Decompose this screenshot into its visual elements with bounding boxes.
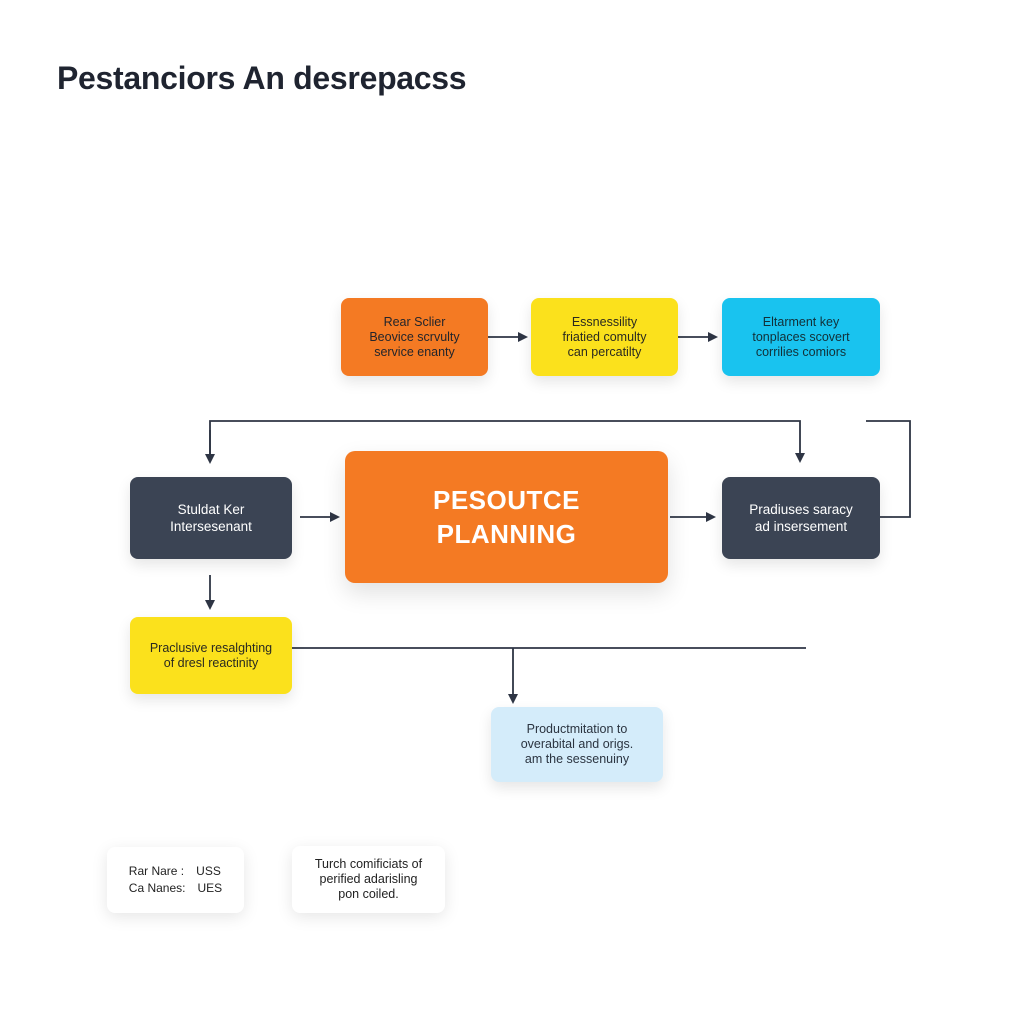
top-box-3: Eltarment key tonplaces scovert corrilie… <box>722 298 880 376</box>
resource-planning-line-2: PLANNING <box>436 519 577 549</box>
top-box-2-line-3: can percatilty <box>567 344 642 359</box>
top-box-3-line-2: tonplaces scovert <box>752 329 850 344</box>
top-box-1-line-2: Beovice scrvulty <box>369 329 460 344</box>
resource-planning-box: PESOUTCE PLANNING <box>345 451 668 583</box>
resource-planning-line-1: PESOUTCE <box>432 485 581 515</box>
lower-lightblue-line-3: am the sessenuiny <box>524 752 630 766</box>
legend-row: Ca Nanes: UES <box>129 880 222 897</box>
lower-lightblue-line-2: overabital and origs. <box>520 737 634 751</box>
top-box-2: Essnessility friatied comulty can percat… <box>531 298 678 376</box>
legend-label: Ca Nanes: <box>128 881 186 895</box>
middle-left-line-2: Intersesenant <box>170 519 252 534</box>
middle-left-line-1: Stuldat Ker <box>177 502 245 517</box>
legend-value: UES <box>197 881 223 895</box>
lower-yellow-line-1: Praclusive resalghting <box>149 640 273 655</box>
top-box-2-line-1: Essnessility <box>571 314 638 329</box>
lower-yellow-line-2: of dresl reactinity <box>163 655 259 670</box>
top-box-1-line-3: service enanty <box>374 344 455 359</box>
note-card: Turch comificiats of perified adarisling… <box>292 846 445 913</box>
middle-left-box: Stuldat Ker Intersesenant <box>130 477 292 559</box>
legend-label: Rar Nare : <box>128 864 185 878</box>
middle-right-line-2: ad insersement <box>754 519 848 534</box>
legend-row: Rar Nare : USS <box>129 863 222 880</box>
legend-card: Rar Nare : USS Ca Nanes: UES <box>107 847 244 913</box>
lower-yellow-box: Praclusive resalghting of dresl reactini… <box>130 617 292 694</box>
lower-lightblue-line-1: Productmitation to <box>526 722 628 736</box>
middle-right-line-1: Pradiuses saracy <box>749 502 853 517</box>
legend-value: USS <box>196 864 221 878</box>
top-box-3-line-3: corrilies comiors <box>755 344 847 359</box>
top-box-2-line-2: friatied comulty <box>562 329 647 344</box>
lower-lightblue-box: Productmitation to overabital and origs.… <box>491 707 663 782</box>
top-box-1-line-1: Rear Sclier <box>383 314 446 329</box>
diagram-title: Pestanciors An desrepacss <box>57 60 467 96</box>
note-line-3: pon coiled. <box>338 887 399 901</box>
top-box-3-line-1: Eltarment key <box>762 314 840 329</box>
middle-right-box: Pradiuses saracy ad insersement <box>722 477 880 559</box>
connector-right-loop <box>866 420 911 518</box>
note-line-1: Turch comificiats of <box>314 857 423 871</box>
note-line-2: perified adarisling <box>319 872 418 886</box>
top-box-1: Rear Sclier Beovice scrvulty service ena… <box>341 298 488 376</box>
